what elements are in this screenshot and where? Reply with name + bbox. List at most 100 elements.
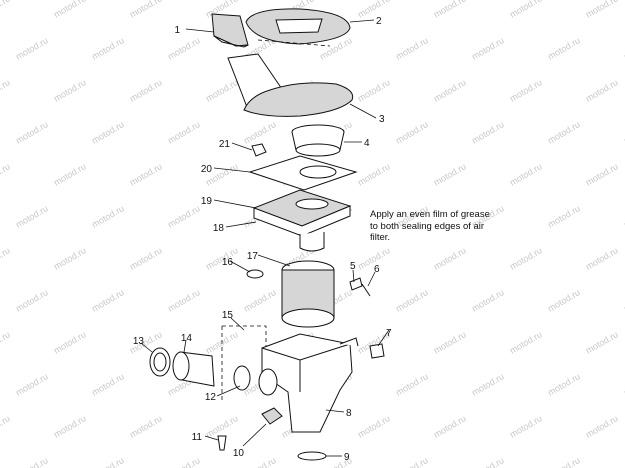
watermark-text: motod.ru — [394, 119, 430, 145]
watermark-text: motod.ru — [508, 245, 544, 271]
watermark-text: motod.ru — [0, 329, 12, 355]
watermark-text: motod.ru — [166, 455, 202, 468]
watermark-text: motod.ru — [52, 329, 88, 355]
watermark-text: motod.ru — [128, 161, 164, 187]
watermark-text: motod.ru — [394, 371, 430, 397]
callout-9: 9 — [344, 452, 350, 463]
watermark-text: motod.ru — [166, 287, 202, 313]
watermark-text: motod.ru — [242, 455, 278, 468]
watermark-text: motod.ru — [204, 77, 240, 103]
watermark-text: motod.ru — [14, 119, 50, 145]
watermark-text: motod.ru — [470, 287, 506, 313]
watermark-text: motod.ru — [470, 35, 506, 61]
watermark-text: motod.ru — [432, 329, 468, 355]
part-20-gasket-plate — [248, 155, 358, 191]
callout-5: 5 — [350, 261, 356, 272]
watermark-text: motod.ru — [90, 35, 126, 61]
watermark-text: motod.ru — [52, 77, 88, 103]
callout-10: 10 — [233, 448, 245, 459]
watermark-text: motod.ru — [394, 35, 430, 61]
watermark-text: motod.ru — [508, 329, 544, 355]
watermark-text: motod.ru — [14, 35, 50, 61]
watermark-text: motod.ru — [14, 203, 50, 229]
watermark-text: motod.ru — [508, 161, 544, 187]
watermark-text: motod.ru — [166, 119, 202, 145]
part-19-housing-lid — [252, 189, 352, 252]
watermark-text: motod.ru — [128, 0, 164, 20]
part-9-cap — [297, 451, 327, 461]
grease-note-line-3: filter. — [370, 232, 391, 243]
watermark-text: motod.ru — [52, 161, 88, 187]
watermark-text: motod.ru — [356, 161, 392, 187]
watermark-text: motod.ru — [0, 77, 12, 103]
watermark-text: motod.ru — [546, 287, 582, 313]
watermark-text: motod.ru — [584, 0, 620, 20]
watermark-text: motod.ru — [242, 287, 278, 313]
watermark-text: motod.ru — [546, 119, 582, 145]
watermark-text: motod.ru — [546, 371, 582, 397]
callout-15: 15 — [222, 310, 234, 321]
watermark-text: motod.ru — [52, 245, 88, 271]
callout-1: 1 — [174, 25, 180, 36]
callout-21: 21 — [219, 139, 231, 150]
watermark-text: motod.ru — [0, 161, 12, 187]
watermark-text: motod.ru — [546, 35, 582, 61]
watermark-text: motod.ru — [546, 455, 582, 468]
watermark-text: motod.ru — [90, 287, 126, 313]
watermark-text: motod.ru — [166, 203, 202, 229]
part-7-bracket — [369, 343, 385, 359]
part-11-screw — [217, 435, 227, 451]
watermark-text: motod.ru — [14, 287, 50, 313]
watermark-text: motod.ru — [356, 413, 392, 439]
watermark-text: motod.ru — [90, 119, 126, 145]
watermark-text: motod.ru — [90, 455, 126, 468]
part-14-hose — [172, 351, 215, 387]
watermark-text: motod.ru — [394, 455, 430, 468]
part-3-intake-duct — [227, 53, 354, 117]
watermark-text: motod.ru — [90, 203, 126, 229]
watermark-text: motod.ru — [128, 77, 164, 103]
watermark-text: motod.ru — [128, 245, 164, 271]
watermark-text: motod.ru — [470, 119, 506, 145]
part-13-clamp — [149, 347, 171, 377]
callout-14: 14 — [181, 333, 193, 344]
watermark-text: motod.ru — [356, 0, 392, 20]
watermark-text: motod.ru — [432, 0, 468, 20]
watermark-text: motod.ru — [0, 413, 12, 439]
watermark-text: motod.ru — [508, 0, 544, 20]
part-4-coupler — [291, 124, 345, 157]
watermark-text: motod.ru — [0, 245, 12, 271]
watermark-text: motod.ru — [356, 77, 392, 103]
watermark-text: motod.ru — [432, 161, 468, 187]
callout-19: 19 — [201, 196, 213, 207]
watermark-text: motod.ru — [508, 77, 544, 103]
part-21-clip — [251, 143, 267, 157]
watermark-text: motod.ru — [546, 203, 582, 229]
grease-note-line-1: Apply an even film of grease — [370, 209, 490, 220]
callout-8: 8 — [346, 408, 352, 419]
part-12-clamp — [233, 365, 278, 396]
watermark-text: motod.ru — [508, 413, 544, 439]
grease-note: Apply an even film of grease to both sea… — [370, 209, 500, 244]
watermark-text: motod.ru — [166, 35, 202, 61]
callout-7: 7 — [386, 328, 392, 339]
callout-11: 11 — [192, 432, 203, 443]
watermark-text: motod.ru — [432, 77, 468, 103]
part-2-cover — [245, 8, 351, 47]
callout-3: 3 — [379, 114, 385, 125]
part-10-drain-plug — [261, 407, 283, 425]
watermark-text: motod.ru — [584, 329, 620, 355]
watermark-text: motod.ru — [128, 413, 164, 439]
watermark-text: motod.ru — [52, 0, 88, 20]
part-1-upper-duct — [211, 13, 249, 48]
watermark-text: motod.ru — [584, 161, 620, 187]
watermark-text: motod.ru — [470, 455, 506, 468]
watermark-text: motod.ru — [242, 119, 278, 145]
part-15-guide — [221, 325, 267, 400]
watermark-text: motod.ru — [432, 245, 468, 271]
callout-4: 4 — [364, 138, 370, 149]
watermark-text: motod.ru — [90, 371, 126, 397]
callout-16: 16 — [222, 257, 234, 268]
